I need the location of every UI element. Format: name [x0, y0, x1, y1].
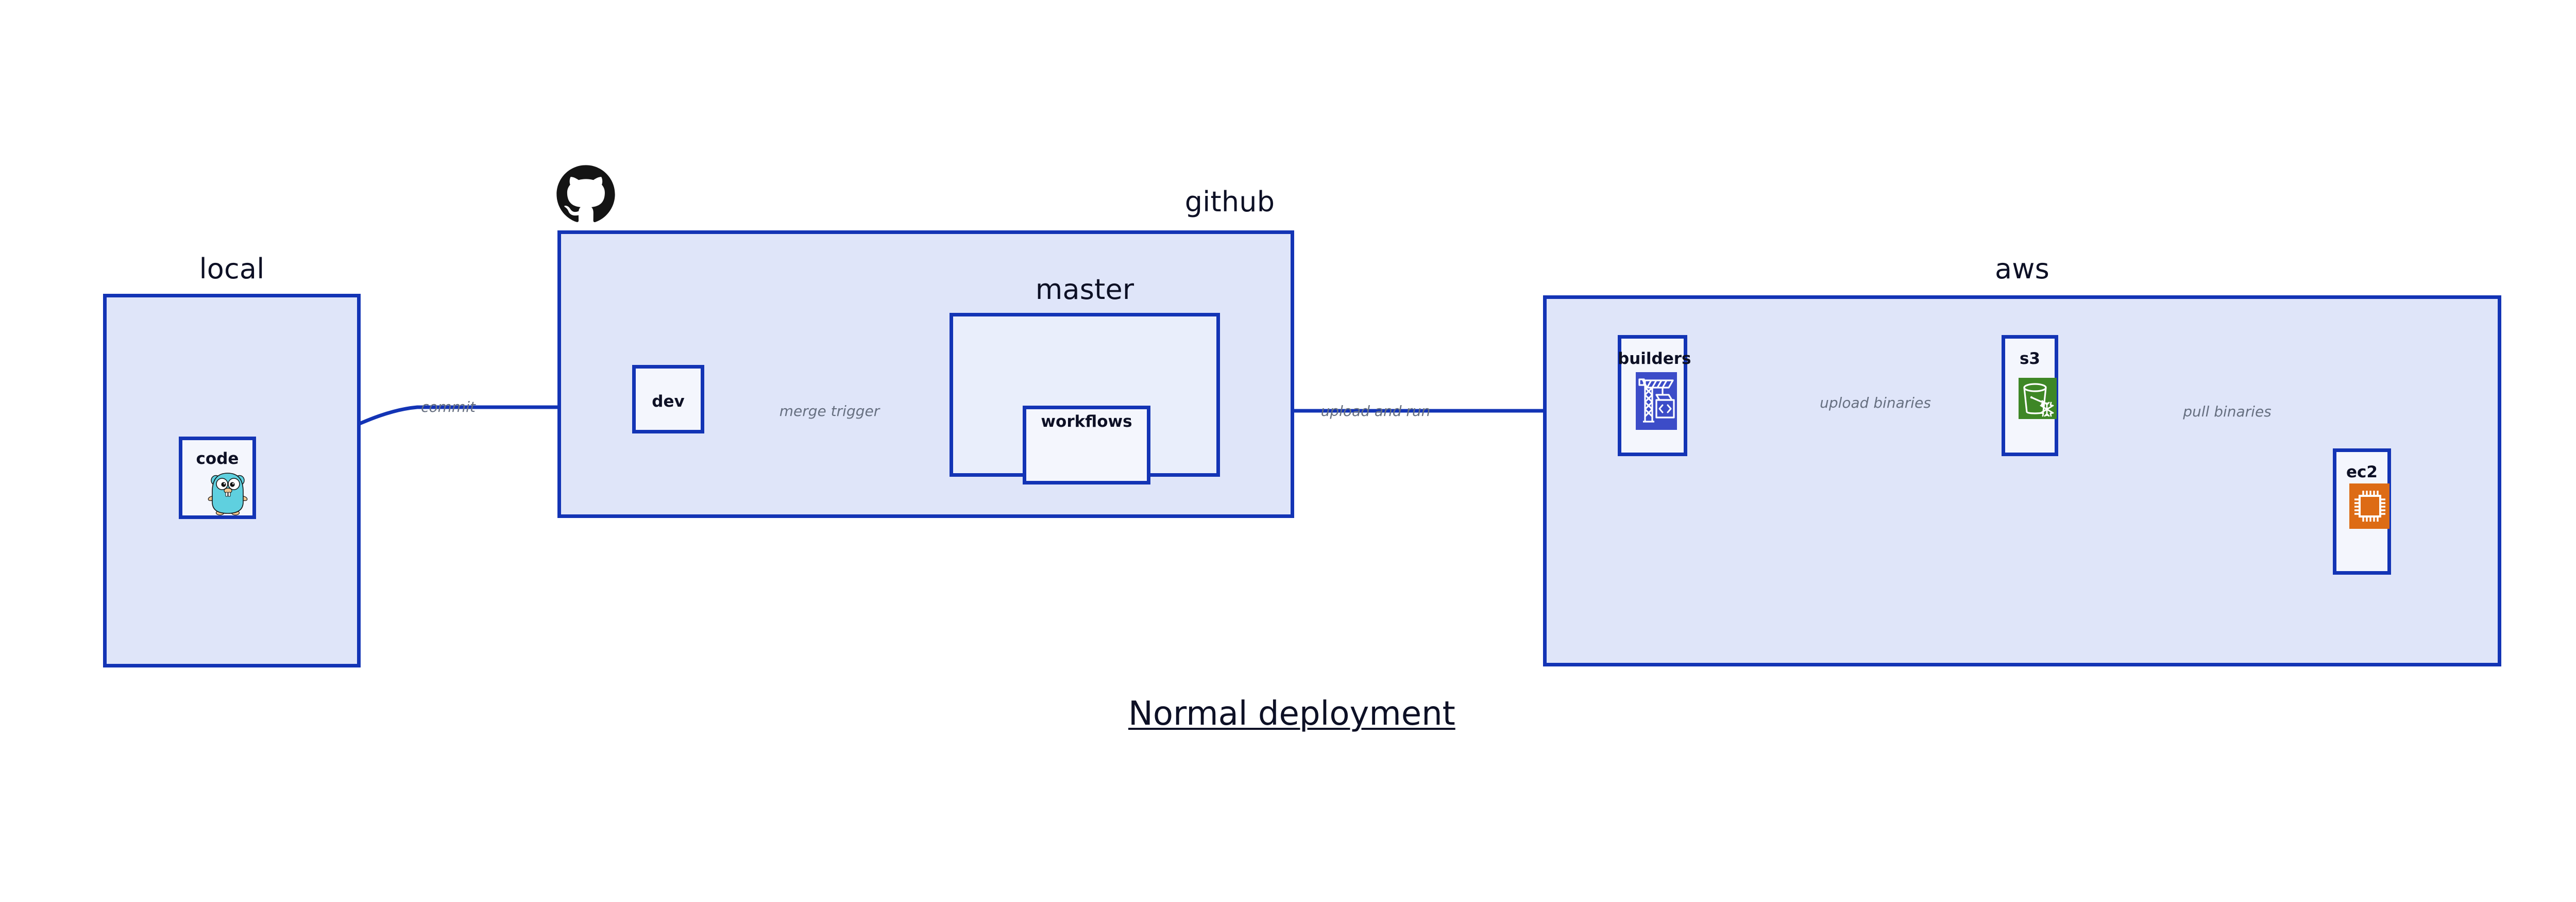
github-octocat-icon	[555, 164, 616, 225]
edge-label-pull-binaries: pull binaries	[2183, 403, 2272, 420]
group-label-local: local	[199, 253, 265, 285]
node-box-dev[interactable]	[632, 365, 704, 433]
node-label-workflows: workflows	[1041, 412, 1132, 431]
edge-label-upload-binaries: upload binaries	[1820, 394, 1931, 411]
node-box-workflows[interactable]	[1023, 406, 1150, 485]
group-label-master: master	[1035, 273, 1134, 306]
crane-code-icon	[1636, 372, 1677, 430]
node-label-dev: dev	[652, 392, 685, 411]
s3-bucket-icon	[2019, 378, 2057, 419]
node-label-code: code	[196, 449, 239, 468]
node-label-ec2: ec2	[2346, 463, 2378, 481]
node-label-s3: s3	[2019, 349, 2041, 368]
diagram-title: Normal deployment	[1128, 695, 1455, 733]
group-label-aws: aws	[1995, 253, 2049, 285]
node-label-builders: builders	[1618, 349, 1691, 368]
group-label-github: github	[1184, 186, 1275, 218]
edge-label-commit: commit	[421, 398, 476, 415]
cpu-chip-icon	[2349, 483, 2389, 529]
edge-label-upload-and-run: upload and run	[1320, 403, 1431, 420]
go-gopher-icon	[207, 470, 248, 515]
group-box-local	[103, 294, 361, 667]
edge-label-merge-trigger: merge trigger	[779, 403, 880, 420]
